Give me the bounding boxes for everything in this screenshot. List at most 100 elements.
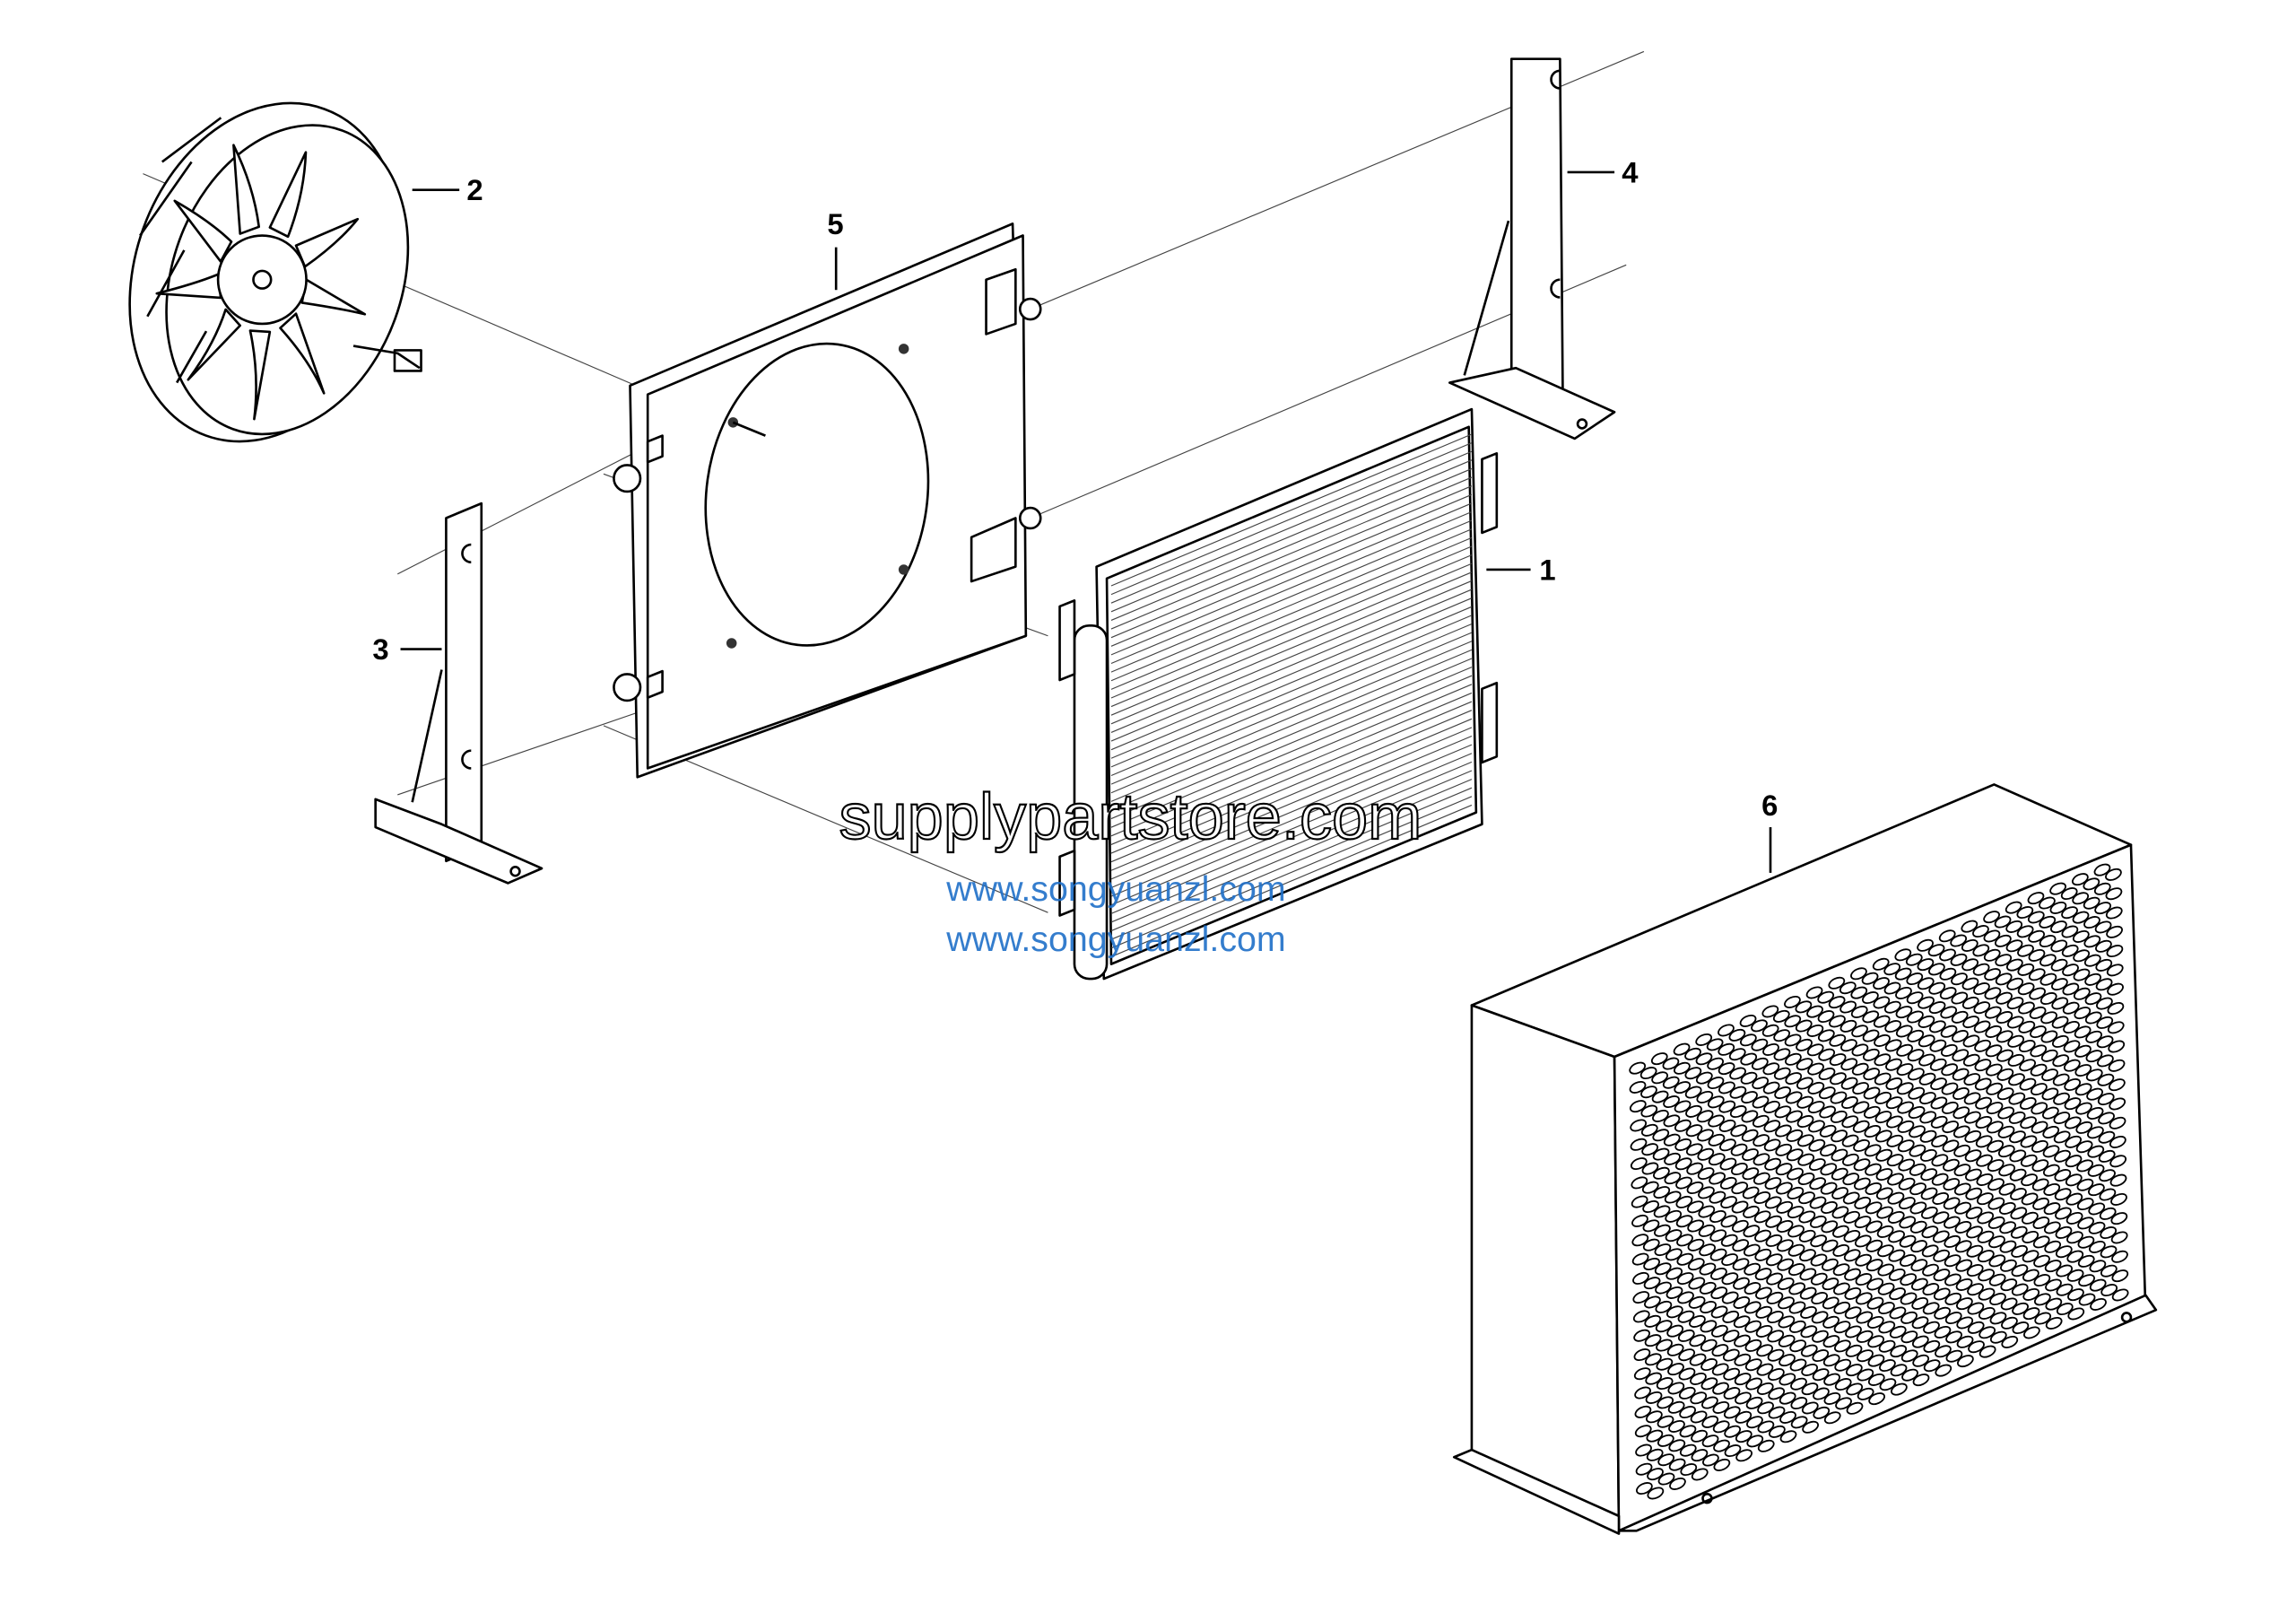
grille-hole xyxy=(1801,1401,1819,1415)
grille-hole xyxy=(1700,1358,1718,1372)
grille-hole xyxy=(1687,1238,1705,1251)
grille-hole xyxy=(1799,1286,1817,1300)
grille-hole xyxy=(1643,1257,1660,1270)
grille-hole xyxy=(2090,1297,2107,1311)
grille-hole xyxy=(1752,1077,1770,1090)
grille-hole xyxy=(1950,953,1968,966)
grille-hole xyxy=(2019,1096,2037,1110)
grille-hole xyxy=(1830,1110,1848,1123)
condenser-fin xyxy=(1110,727,1473,880)
grille-hole xyxy=(1778,1334,1796,1347)
grille-hole xyxy=(1943,1158,1960,1172)
grille-hole xyxy=(1752,1172,1770,1185)
grille-hole xyxy=(1823,1411,1841,1425)
grille-hole xyxy=(1866,1220,1883,1234)
grille-hole xyxy=(2029,987,2046,1000)
grille-hole xyxy=(1899,1234,1917,1248)
grille-hole xyxy=(1732,1258,1750,1271)
condenser-fin xyxy=(1110,545,1473,699)
grille-hole xyxy=(1796,1077,1813,1090)
grille-hole xyxy=(2044,1240,2062,1253)
grille-hole xyxy=(1876,1206,1894,1219)
grille-hole xyxy=(2000,1259,2017,1272)
grille-hole xyxy=(1918,1053,1935,1067)
grille-hole xyxy=(2051,1016,2069,1029)
grille-hole xyxy=(1669,1477,1686,1490)
grille-hole xyxy=(2054,1149,2071,1163)
grille-hole xyxy=(1647,1468,1664,1481)
grille-hole xyxy=(1910,1278,1928,1291)
condenser-part xyxy=(1058,407,1499,981)
grille-hole xyxy=(1667,1363,1684,1376)
grille-hole xyxy=(1752,1134,1770,1147)
grille-hole xyxy=(1972,944,1990,957)
grille-hole xyxy=(1965,1168,1982,1182)
grille-hole xyxy=(1712,1420,1730,1434)
grille-hole xyxy=(1944,1254,1961,1268)
grille-hole xyxy=(2108,1078,2126,1092)
grille-hole xyxy=(1989,1293,2006,1306)
grille-hole xyxy=(1945,1349,1963,1363)
grille-hole xyxy=(2039,954,2057,967)
grille-hole xyxy=(1744,1339,1762,1352)
grille-hole xyxy=(1673,1042,1691,1056)
grille-hole xyxy=(1985,1025,2003,1038)
grille-hole xyxy=(2110,1231,2128,1244)
grille-hole xyxy=(2023,1326,2040,1339)
grille-hole xyxy=(1810,1272,1828,1286)
grille-hole xyxy=(2109,1155,2127,1168)
grille-hole xyxy=(2028,948,2046,962)
grille-hole xyxy=(1674,1061,1691,1075)
grille-hole xyxy=(1686,1182,1704,1195)
grille-hole xyxy=(2066,1269,2084,1282)
condenser-fin xyxy=(1110,597,1473,751)
grille-hole xyxy=(1833,1282,1850,1295)
grille-hole xyxy=(1989,1312,2007,1325)
grille-hole xyxy=(1966,1264,1984,1278)
grille-hole xyxy=(1944,1234,1961,1248)
grille-hole xyxy=(1822,1315,1839,1329)
grille-hole xyxy=(1964,1111,1981,1124)
grille-hole xyxy=(1944,1312,1962,1325)
grille-hole xyxy=(1939,948,1956,962)
grille-hole xyxy=(1861,972,1879,985)
grille-hole xyxy=(1951,991,1969,1005)
grille-hole xyxy=(2033,1274,2051,1287)
grille-hole xyxy=(2083,935,2101,948)
condenser-fin xyxy=(1110,467,1473,621)
grille-hole xyxy=(1763,1138,1781,1152)
grille-hole xyxy=(1896,1082,1914,1095)
grille-hole xyxy=(1688,1277,1706,1290)
grille-hole xyxy=(2000,1297,2018,1311)
grille-hole xyxy=(1987,1216,2005,1229)
grille-hole xyxy=(1645,1372,1663,1385)
grille-hole xyxy=(1664,1190,1682,1204)
grille-hole xyxy=(1724,1444,1742,1458)
condenser-fin xyxy=(1110,761,1473,914)
grille-hole xyxy=(2049,882,2066,895)
grille-hole xyxy=(1951,972,1968,986)
grille-hole xyxy=(1905,953,1923,966)
grille-hole xyxy=(1995,954,2013,967)
grille-hole xyxy=(1840,1077,1858,1090)
grille-hole xyxy=(1894,948,1912,962)
grille-hole xyxy=(2050,939,2068,953)
grille-hole xyxy=(1995,934,2012,947)
grille-hole xyxy=(2100,1264,2118,1278)
grille-hole xyxy=(1632,1271,1649,1285)
grille-hole xyxy=(1798,1191,1815,1205)
grille-hole xyxy=(1851,1062,1869,1076)
grille-hole xyxy=(2087,1164,2105,1177)
grille-hole xyxy=(2040,1030,2058,1043)
grille-hole xyxy=(2055,1207,2072,1220)
grille-hole xyxy=(2019,1077,2037,1091)
callout-3: 3 xyxy=(372,632,388,666)
grille-hole xyxy=(1823,1373,1840,1386)
grille-hole xyxy=(1961,977,1979,990)
grille-hole xyxy=(1684,1067,1702,1080)
grille-hole xyxy=(2096,997,2113,1010)
grille-hole xyxy=(1731,1200,1749,1214)
grille-hole xyxy=(1983,948,2001,962)
grille-hole xyxy=(2022,1307,2040,1321)
grille-hole xyxy=(1784,1033,1802,1047)
